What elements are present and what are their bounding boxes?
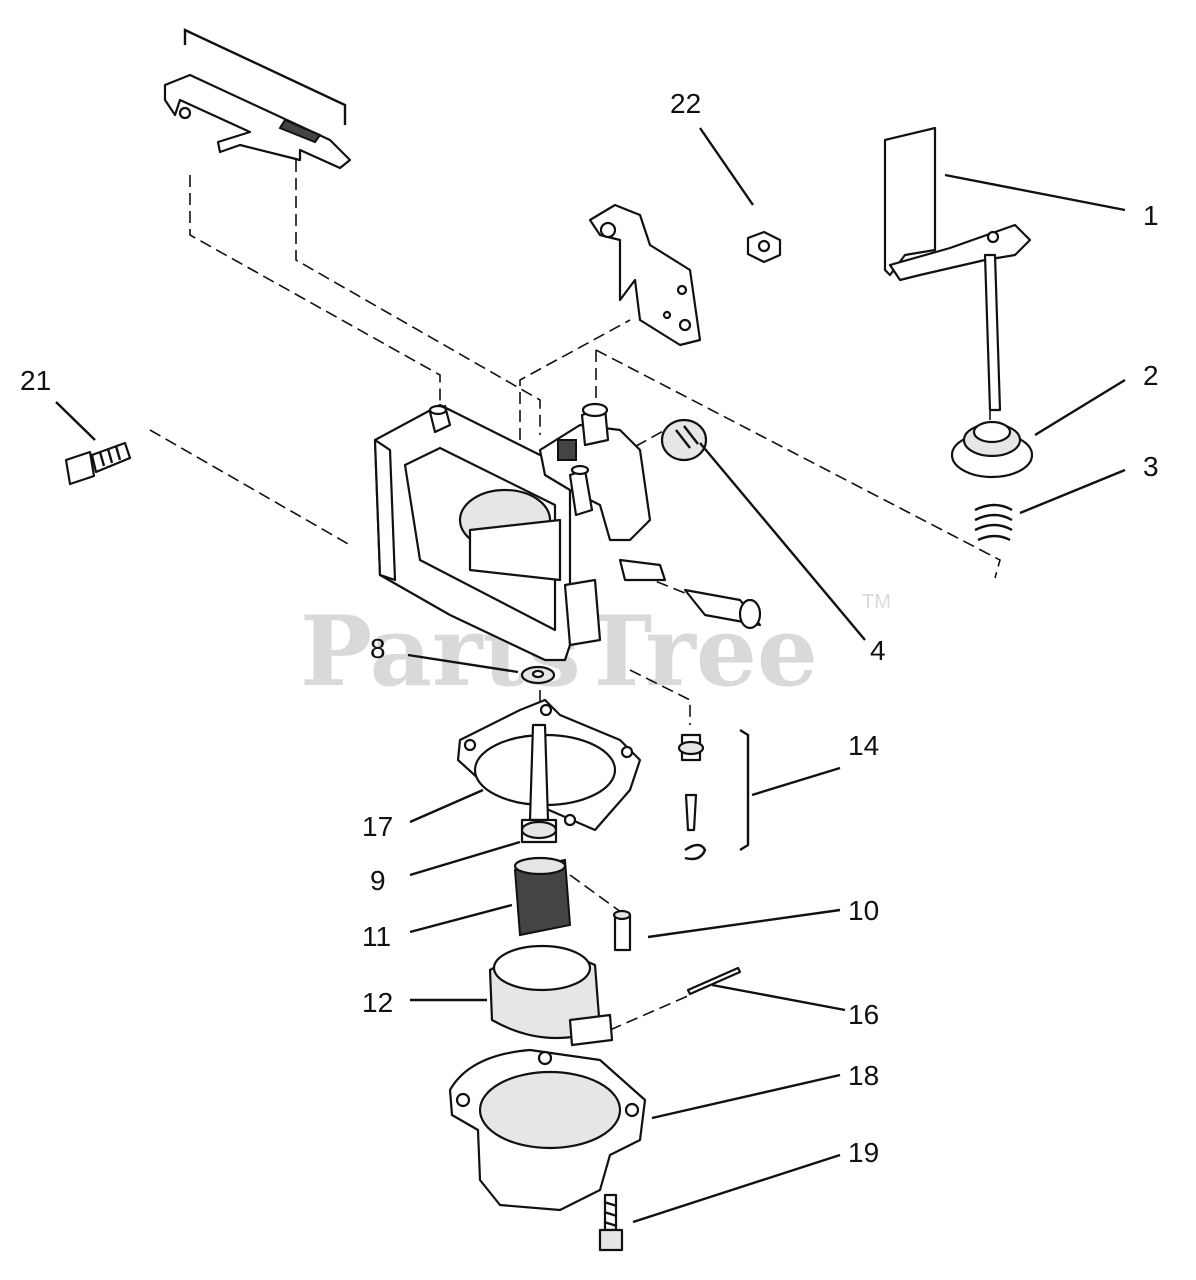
part-17-gasket <box>456 698 642 832</box>
part-18-float-bowl <box>448 1048 647 1212</box>
callout-1: 1 <box>1143 200 1159 231</box>
part-14-needle-seat <box>677 728 750 861</box>
part-2-knob <box>950 420 1034 479</box>
part-8-washer <box>520 665 556 685</box>
callout-18: 18 <box>848 1060 879 1091</box>
part-1-choke-lever <box>883 126 1032 412</box>
callout-labels: 1 2 3 4 8 9 10 11 12 14 16 17 18 19 21 2… <box>20 88 1159 1168</box>
callout-10: 10 <box>848 895 879 926</box>
leader-lines <box>55 127 1126 1224</box>
part-21-bolt <box>64 441 132 486</box>
callout-3: 3 <box>1143 451 1159 482</box>
alignment-lines <box>149 160 1001 1031</box>
callout-11: 11 <box>362 921 391 952</box>
part-4-welch-plug <box>660 418 708 462</box>
part-16-float-shaft <box>686 966 742 996</box>
part-3-spring <box>974 503 1013 542</box>
part-19-screw <box>598 1193 624 1252</box>
callout-21: 21 <box>20 365 51 396</box>
callout-16: 16 <box>848 999 879 1030</box>
part-9-nozzle <box>520 723 558 844</box>
part-12-float <box>488 944 614 1047</box>
callout-4: 4 <box>870 635 886 666</box>
mounting-bracket-part <box>588 203 702 347</box>
callout-22: 22 <box>670 88 701 119</box>
throttle-linkage-part <box>163 28 352 170</box>
carburetor-body-part <box>373 402 667 662</box>
callout-14: 14 <box>848 730 879 761</box>
callout-19: 19 <box>848 1137 879 1168</box>
part-22-nut <box>746 230 782 264</box>
fuel-tube-part <box>683 588 762 630</box>
callout-12: 12 <box>362 987 393 1018</box>
callout-2: 2 <box>1143 360 1159 391</box>
part-11-float-pin <box>513 856 572 937</box>
callout-8: 8 <box>370 633 386 664</box>
watermark-trademark: TM <box>862 591 891 613</box>
part-10-pin <box>612 909 632 952</box>
callout-17: 17 <box>362 811 393 842</box>
callout-9: 9 <box>370 865 386 896</box>
